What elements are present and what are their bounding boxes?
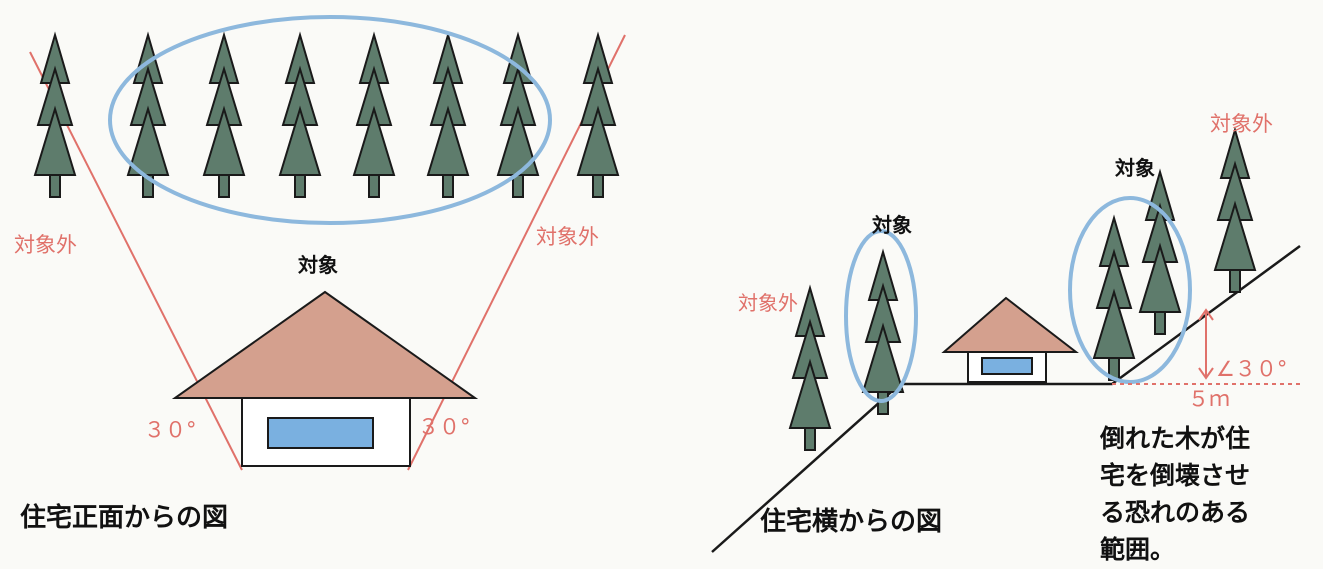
tree (279, 34, 321, 198)
front-caption: 住宅正面からの図 (20, 502, 228, 533)
tree (34, 34, 76, 198)
side-outside-left-label: 対象外 (738, 291, 798, 315)
side-view: 対象外 対象 対象 対象外 ∠３０° ５ｍ 住宅横からの図 倒れた木が住 宅を倒… (711, 112, 1301, 564)
side-caption: 住宅横からの図 (760, 506, 942, 537)
tree (127, 34, 169, 198)
side-target-label-left: 対象 (871, 213, 912, 237)
side-note-line: 倒れた木が住 (1099, 424, 1250, 453)
side-note: 倒れた木が住 宅を倒壊させ る恐れのある 範囲。 (1099, 424, 1250, 564)
front-angle-right: ３０° (418, 415, 471, 439)
tree (427, 34, 469, 198)
side-outside-right-label: 対象外 (1210, 112, 1273, 136)
side-house (941, 296, 1079, 383)
side-house-roof (941, 296, 1079, 353)
front-target-label: 対象 (297, 253, 338, 277)
height-arrow-bottom (1198, 367, 1214, 380)
tree (203, 34, 245, 198)
side-house-window (981, 357, 1033, 375)
side-note-line: 宅を倒壊させ (1100, 461, 1250, 490)
side-height-label: ５ｍ (1188, 387, 1230, 411)
front-outside-left-label: 対象外 (14, 233, 77, 257)
tree (1214, 129, 1256, 293)
front-outside-right-label: 対象外 (536, 225, 599, 249)
side-note-line: る恐れのある (1100, 498, 1250, 527)
tree (353, 34, 395, 198)
side-target-ellipse-left (844, 229, 918, 403)
front-angle-left: ３０° (144, 418, 197, 442)
front-house (171, 290, 479, 467)
tree (1093, 217, 1135, 381)
side-note-line: 範囲。 (1100, 535, 1175, 564)
height-arrow-top (1198, 308, 1214, 321)
tree (1139, 171, 1181, 335)
front-view: 対象外 対象外 対象 ３０° ３０° 住宅正面からの図 (14, 15, 626, 533)
front-house-window (267, 417, 374, 449)
side-target-ellipse-right (1068, 196, 1192, 384)
side-target-label-right: 対象 (1114, 156, 1155, 180)
front-target-ellipse (108, 15, 552, 225)
front-house-roof (171, 290, 479, 399)
side-angle-label: ∠３０° (1216, 357, 1287, 381)
